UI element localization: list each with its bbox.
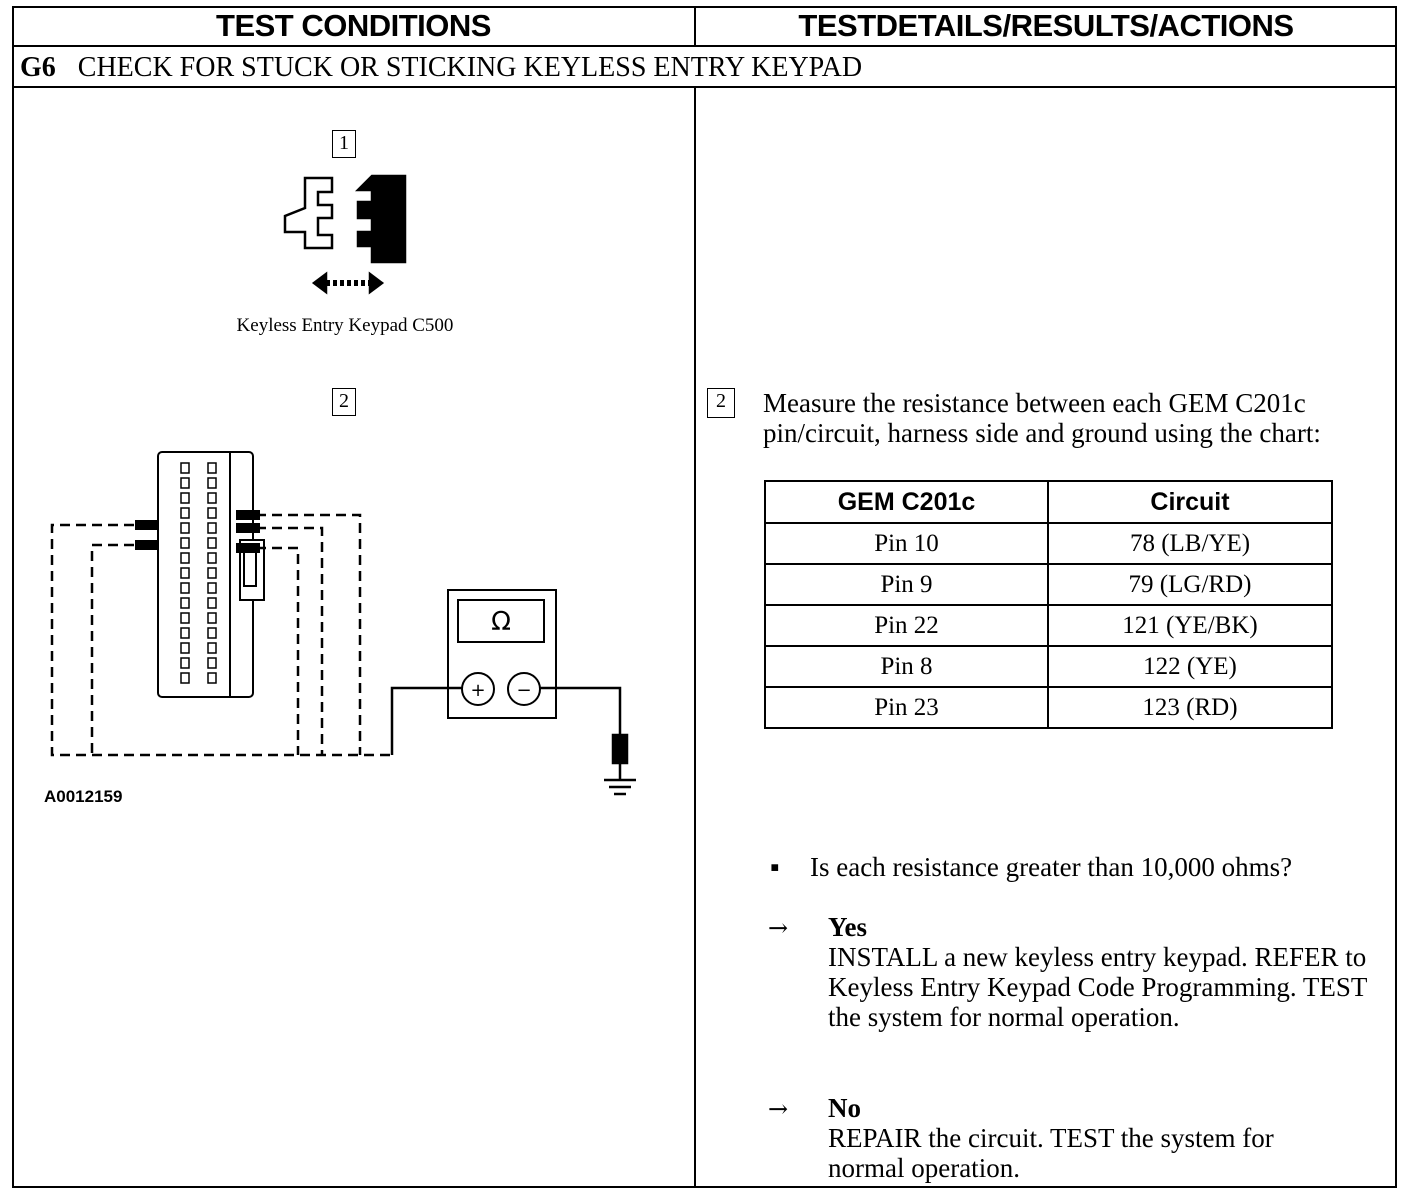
plus-symbol: + xyxy=(470,680,485,701)
connector-pin-cavity xyxy=(180,492,190,504)
probe-tips xyxy=(135,510,260,553)
arrow-icon: → xyxy=(768,914,789,942)
connector-pin-cavity xyxy=(180,462,190,474)
page-frame xyxy=(12,6,1397,1188)
connector-pin-cavity xyxy=(207,477,217,489)
table-header-row: GEM C201c Circuit xyxy=(764,480,1333,524)
column-header: GEM C201c xyxy=(764,480,1049,524)
connector-pin-cavity xyxy=(207,492,217,504)
connector-pin-cavity xyxy=(180,477,190,489)
gem-connector-icon xyxy=(157,451,265,698)
table-row: Pin 10 78 (LB/YE) xyxy=(764,522,1333,565)
connector-pin-cavity xyxy=(207,627,217,639)
table-cell-circuit: 79 (LG/RD) xyxy=(1047,563,1333,606)
connector-pin-cavity xyxy=(207,507,217,519)
connector-pin-cavity xyxy=(180,582,190,594)
connector-pin-cavity xyxy=(180,522,190,534)
pin-circuit-table: GEM C201c Circuit Pin 10 78 (LB/YE) Pin … xyxy=(764,480,1333,729)
no-answer: No REPAIR the circuit. TEST the system f… xyxy=(828,1093,1388,1183)
table-cell-pin: Pin 23 xyxy=(764,686,1049,729)
connector-pin-cavity xyxy=(180,627,190,639)
connector-pin-cavity xyxy=(180,567,190,579)
connector-caption: Keyless Entry Keypad C500 xyxy=(236,315,454,336)
ground-icon xyxy=(604,733,636,796)
figure-id: A0012159 xyxy=(44,787,123,806)
yes-answer: Yes INSTALL a new keyless entry keypad. … xyxy=(828,912,1388,1032)
connector-pin-cavity xyxy=(207,672,217,684)
arrow-icon: → xyxy=(768,1095,789,1123)
connector-pin-cavity xyxy=(207,582,217,594)
header-column-divider xyxy=(694,6,696,46)
connector-pin-cavity xyxy=(180,537,190,549)
connector-pin-cavity xyxy=(207,537,217,549)
step-title: G6 CHECK FOR STUCK OR STICKING KEYLESS EN… xyxy=(20,48,862,88)
table-row: Pin 9 79 (LG/RD) xyxy=(764,563,1333,606)
table-cell-pin: Pin 10 xyxy=(764,522,1049,565)
column-header: Circuit xyxy=(1047,480,1333,524)
connector-pin-cavity xyxy=(207,567,217,579)
connector-pin-cavity xyxy=(207,657,217,669)
connector-pin-cavity xyxy=(207,612,217,624)
instruction-text: Measure the resistance between each GEM … xyxy=(763,388,1321,448)
header-divider xyxy=(12,45,1397,47)
yes-label: Yes xyxy=(828,912,867,942)
table-row: Pin 8 122 (YE) xyxy=(764,645,1333,688)
no-label: No xyxy=(828,1093,861,1123)
connector-pin-cavity xyxy=(207,642,217,654)
step-number-box: 2 xyxy=(707,388,735,418)
connector-pin-cavity xyxy=(207,522,217,534)
ohm-symbol: Ω xyxy=(491,607,511,637)
minus-symbol: − xyxy=(516,680,531,701)
connector-pin-cavity xyxy=(180,657,190,669)
table-cell-pin: Pin 9 xyxy=(764,563,1049,606)
connector-pin-cavity xyxy=(180,552,190,564)
connector-pin-cavity xyxy=(180,612,190,624)
header-test-conditions: TEST CONDITIONS xyxy=(216,8,491,43)
connector-pin-cavity xyxy=(207,552,217,564)
step-code: G6 xyxy=(20,52,56,83)
question-text: Is each resistance greater than 10,000 o… xyxy=(810,852,1293,882)
connector-pin-cavity xyxy=(207,462,217,474)
table-row: Pin 23 123 (RD) xyxy=(764,686,1333,729)
connector-pin-cavity xyxy=(180,642,190,654)
no-text: REPAIR the circuit. TEST the system for … xyxy=(828,1123,1274,1183)
connector-pin-cavity xyxy=(180,597,190,609)
table-cell-pin: Pin 8 xyxy=(764,645,1049,688)
table-cell-circuit: 78 (LB/YE) xyxy=(1047,522,1333,565)
table-row: Pin 22 121 (YE/BK) xyxy=(764,604,1333,647)
question: ▪ Is each resistance greater than 10,000 … xyxy=(770,852,1292,883)
bullet-icon: ▪ xyxy=(770,852,780,882)
table-cell-circuit: 121 (YE/BK) xyxy=(1047,604,1333,647)
column-divider xyxy=(694,87,696,1188)
yes-text: INSTALL a new keyless entry keypad. REFE… xyxy=(828,942,1367,1032)
connector-pin-cavity xyxy=(180,672,190,684)
connector-pin-cavity xyxy=(207,597,217,609)
connector-disconnect-icon xyxy=(283,174,407,295)
title-divider xyxy=(12,86,1397,88)
ohmmeter-icon xyxy=(390,589,622,755)
callout-2: 2 xyxy=(332,388,356,416)
table-cell-circuit: 122 (YE) xyxy=(1047,645,1333,688)
callout-1: 1 xyxy=(332,130,356,158)
table-cell-pin: Pin 22 xyxy=(764,604,1049,647)
table-cell-circuit: 123 (RD) xyxy=(1047,686,1333,729)
step-title-text: CHECK FOR STUCK OR STICKING KEYLESS ENTR… xyxy=(77,52,863,83)
connector-pin-cavity xyxy=(180,507,190,519)
header-test-details: TESTDETAILS/RESULTS/ACTIONS xyxy=(798,8,1294,43)
